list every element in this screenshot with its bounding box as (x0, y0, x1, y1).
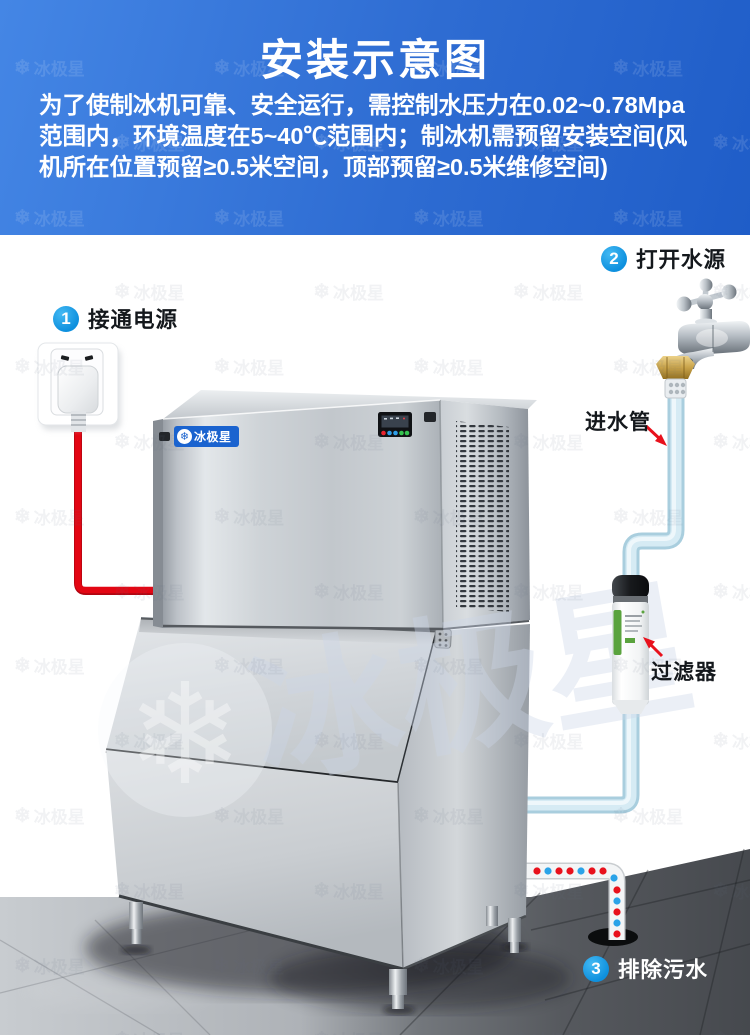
panel-button-green2[interactable] (404, 430, 410, 436)
page-title: 安装示意图 (260, 37, 490, 85)
filter-arrow-head (643, 637, 655, 649)
filter-label-green (613, 610, 622, 655)
annotation-inlet-pipe: 进水管 (585, 411, 651, 434)
header-description: 为了使制冰机可靠、安全运行，需控制水压力在0.02~0.78Mpa范围内，环境温… (39, 92, 688, 180)
power-outlet (37, 342, 121, 432)
power-cable (74, 429, 162, 595)
bin-right-face (398, 624, 530, 969)
watermark-snowflake-icon: ❄ (126, 656, 243, 813)
faucet[interactable] (656, 278, 750, 399)
step-1-badge: 1 (53, 305, 79, 332)
water-inlet-assembly (622, 278, 750, 578)
step-3-drain-waste: 3 排除污水 (583, 953, 708, 984)
step-2-open-water: 2 打开水源 (601, 243, 726, 274)
brand-snowflake-icon: ❄ (177, 429, 192, 444)
drain-hose (524, 862, 626, 940)
outlet-prong-slot-right (84, 355, 94, 361)
outlet-prong-slot-left (60, 355, 70, 361)
panel-button-green1[interactable] (399, 430, 404, 436)
panel-button-blue2[interactable] (393, 430, 398, 436)
water-filter (612, 575, 649, 714)
annotation-arrows (643, 424, 667, 658)
annotation-filter: 过滤器 (651, 661, 717, 684)
drain-hose-dots (533, 867, 621, 938)
header-banner: 安装示意图 为了使制冰机可靠、安全运行，需控制水压力在0.02~0.78Mpa范… (0, 0, 750, 235)
power-plug (57, 365, 99, 414)
pipe-connector (664, 378, 687, 399)
ice-machine (105, 390, 537, 1009)
panel-button-red[interactable] (381, 430, 386, 436)
machine-legs (129, 902, 521, 1009)
machine-brand-plate: ❄ 冰极星 (174, 426, 239, 447)
unit-top-face (163, 390, 537, 419)
brand-name: 冰极星 (194, 430, 232, 444)
step-3-badge: 3 (583, 955, 609, 982)
faucet-body (678, 321, 750, 355)
storage-bin (105, 617, 530, 1009)
machine-top-unit (153, 390, 537, 631)
bin-front-face (106, 750, 403, 969)
step-1-label: 接通电源 (88, 308, 179, 332)
plug-cord-bellows (71, 411, 86, 432)
step-2-label: 打开水源 (636, 248, 727, 272)
filter-cap (612, 575, 649, 600)
water-pipe-lower (524, 712, 640, 814)
control-panel[interactable] (378, 412, 412, 437)
step-2-badge: 2 (601, 245, 627, 272)
vent-grid (456, 421, 509, 612)
step-3-label: 排除污水 (618, 958, 709, 982)
panel-button-blue1[interactable] (387, 430, 392, 436)
brass-fitting (656, 356, 695, 379)
step-1-connect-power: 1 接通电源 (53, 303, 178, 334)
unit-front-face (163, 400, 443, 628)
front-right-slot (424, 412, 436, 422)
front-left-slot (159, 432, 170, 441)
unit-left-edge (153, 419, 163, 628)
inlet-arrow-head (655, 434, 667, 446)
bin-door (106, 618, 437, 783)
